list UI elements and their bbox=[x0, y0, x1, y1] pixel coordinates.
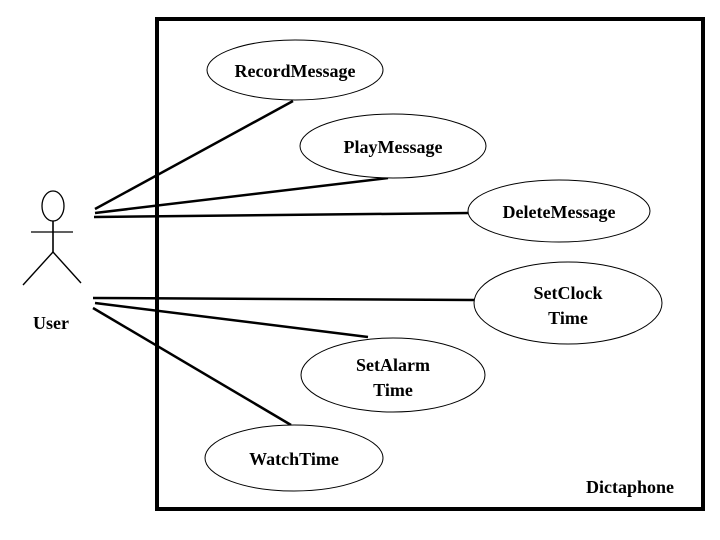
use-case-setclocktime: SetClock Time bbox=[473, 261, 663, 345]
use-case-recordmessage: RecordMessage bbox=[206, 39, 384, 101]
actor-left-leg bbox=[22, 251, 54, 286]
use-case-label-setalarmtime-line2: Time bbox=[373, 380, 413, 400]
association-user-deletemessage bbox=[93, 211, 470, 219]
use-case-ellipse-watchtime bbox=[204, 424, 384, 492]
actor: User bbox=[22, 190, 82, 333]
use-case-label-setclocktime-line1: SetClock bbox=[534, 283, 603, 303]
use-case-label-setclocktime-line2: Time bbox=[548, 308, 588, 328]
use-case-label-recordmessage: RecordMessage bbox=[235, 61, 356, 81]
system-boundary-label: Dictaphone bbox=[586, 477, 674, 497]
use-case-setalarmtime: SetAlarm Time bbox=[300, 337, 486, 413]
use-case-label-playmessage: PlayMessage bbox=[344, 137, 443, 157]
association-user-watchtime bbox=[92, 306, 292, 427]
system-boundary bbox=[155, 17, 705, 511]
use-case-ellipse-setalarmtime bbox=[300, 337, 486, 413]
association-user-setalarmtime bbox=[94, 301, 369, 339]
use-case-deletemessage: DeleteMessage bbox=[467, 179, 651, 243]
association-user-playmessage bbox=[94, 176, 389, 215]
use-case-label-deletemessage: DeleteMessage bbox=[503, 202, 616, 222]
use-case-label-watchtime: WatchTime bbox=[249, 449, 339, 469]
use-case-watchtime: WatchTime bbox=[204, 424, 384, 492]
use-case-ellipse-setclocktime bbox=[473, 261, 663, 345]
use-case-playmessage: PlayMessage bbox=[299, 113, 487, 179]
actor-label: User bbox=[33, 313, 69, 333]
association-user-recordmessage bbox=[94, 99, 294, 211]
use-case-ellipse-recordmessage bbox=[206, 39, 384, 101]
use-case-ellipse-deletemessage bbox=[467, 179, 651, 243]
actor-right-leg bbox=[52, 251, 82, 284]
use-case-ellipse-playmessage bbox=[299, 113, 487, 179]
use-case-label-setalarmtime-line1: SetAlarm bbox=[356, 355, 430, 375]
actor-head bbox=[41, 190, 65, 222]
association-user-setclocktime bbox=[92, 296, 475, 302]
